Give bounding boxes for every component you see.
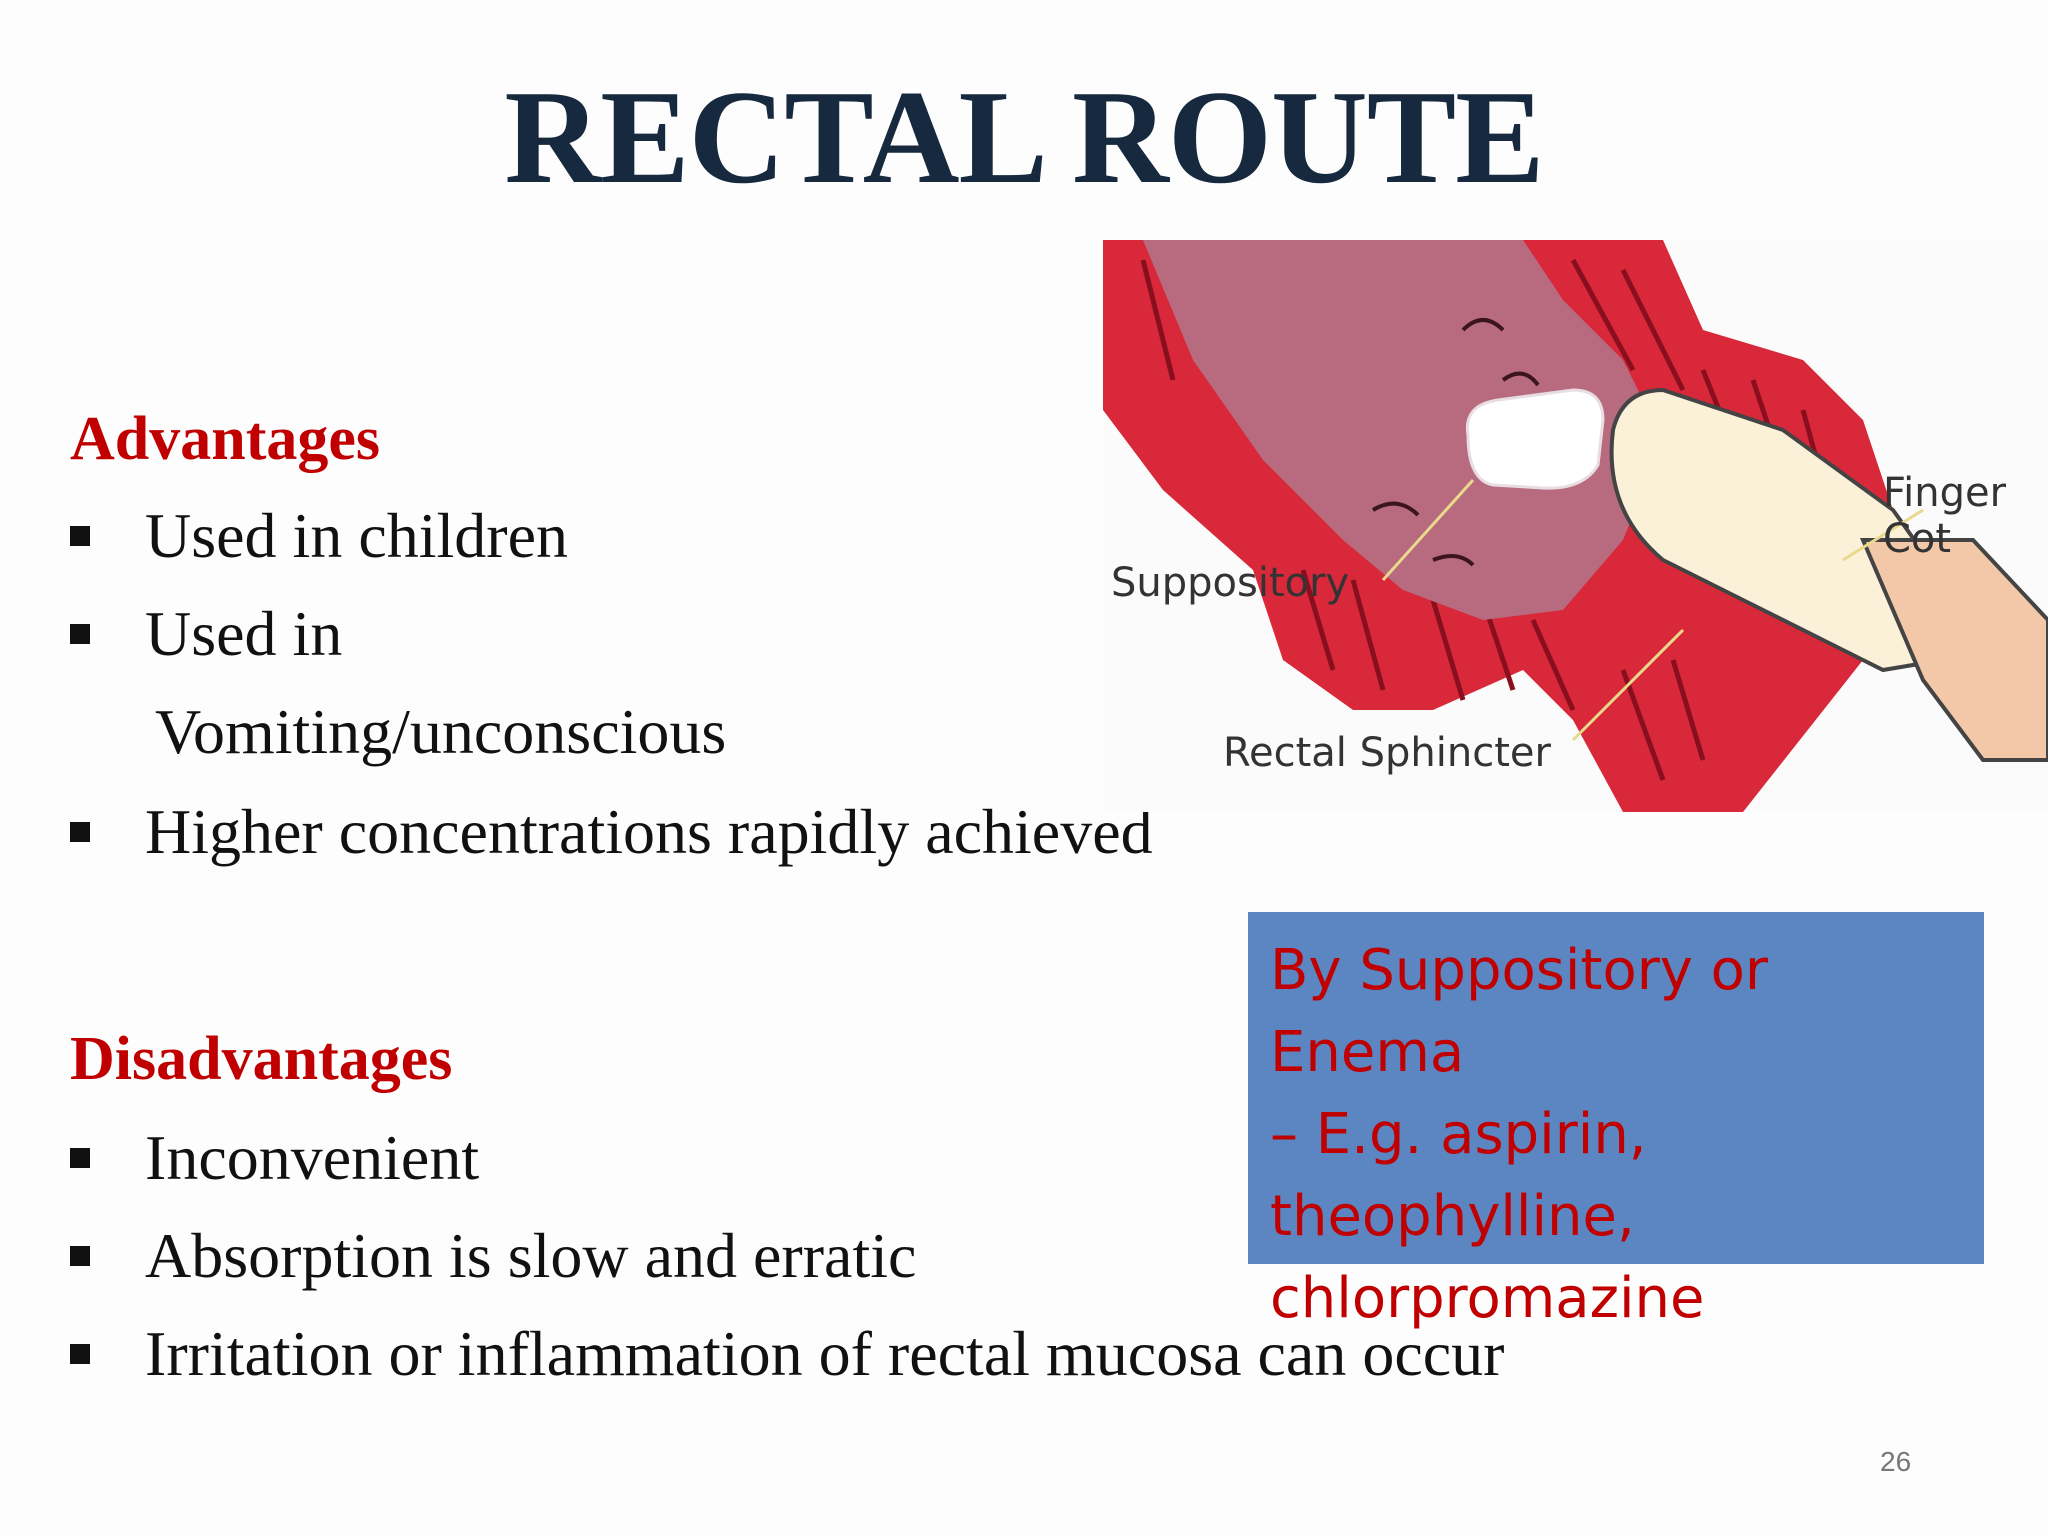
square-bullet-icon [70, 1344, 90, 1365]
disadvantage-text: Irritation or inflammation of rectal muc… [145, 1318, 1505, 1389]
advantage-text: Used in children [145, 500, 568, 571]
suppository-shape [1465, 388, 1605, 490]
advantage-continuation: Vomiting/unconscious [155, 696, 727, 767]
advantages-heading: Advantages [70, 405, 381, 473]
disadvantage-item: Irritation or inflammation of rectal muc… [70, 1314, 1504, 1394]
disadvantage-text: Absorption is slow and erratic [145, 1220, 917, 1291]
leader-lines [1381, 478, 1924, 742]
examples-callout-box: By Suppository or Enema – E.g. aspirin, … [1248, 912, 1984, 1331]
rectal-lumen [1143, 240, 1663, 620]
square-bullet-icon [70, 624, 90, 645]
square-bullet-icon [70, 822, 90, 843]
square-bullet-icon [70, 526, 90, 547]
rectal-sphincter-label: Rectal Sphincter [1223, 730, 1551, 776]
suppository-label: Suppository [1111, 560, 1350, 606]
callout-line: By Suppository or Enema [1270, 938, 1768, 1085]
callout-line: – E.g. aspirin, [1270, 1102, 1647, 1167]
advantage-item: Higher concentrations rapidly achieved [70, 792, 1153, 872]
disadvantage-item: Absorption is slow and erratic [70, 1216, 916, 1296]
disadvantage-item: Inconvenient [70, 1118, 479, 1198]
rectum-diagram [1103, 240, 2048, 812]
slide-title: RECTAL ROUTE [504, 63, 1544, 211]
advantage-text: Used in [145, 598, 343, 669]
mucosal-folds [1371, 318, 1540, 567]
disadvantages-heading: Disadvantages [70, 1025, 453, 1093]
finger-cot-label: Finger Cot [1883, 470, 2007, 562]
disadvantage-text: Inconvenient [145, 1122, 480, 1193]
finger-skin [1859, 538, 2048, 762]
square-bullet-icon [70, 1246, 90, 1267]
advantage-item: Used in children [70, 496, 568, 576]
rectal-suppository-illustration: Finger Cot Suppository Rectal Sphincter [1103, 240, 2048, 812]
callout-line: theophylline, [1270, 1184, 1635, 1249]
finger-cot-shape [1609, 387, 1945, 673]
page-number: 26 [1880, 1446, 1912, 1477]
square-bullet-icon [70, 1148, 90, 1169]
advantage-item: Used in [70, 594, 342, 674]
callout-line: chlorpromazine [1270, 1266, 1705, 1331]
advantage-text: Higher concentrations rapidly achieved [145, 796, 1153, 867]
